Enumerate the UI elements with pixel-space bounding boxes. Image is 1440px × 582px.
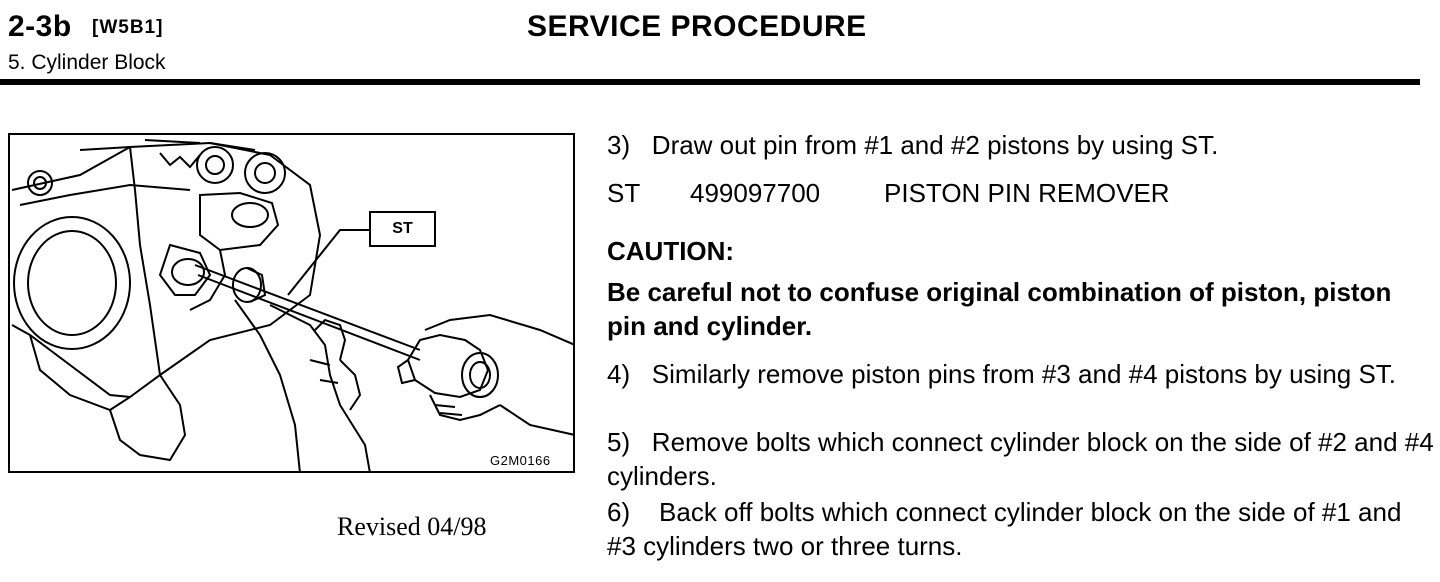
step-6: 6) Back off bolts which connect cylinder… — [607, 497, 1402, 561]
callout-st-label: ST — [369, 211, 436, 247]
page-header: 2-3b [W5B1] SERVICE PROCEDURE 5. Cylinde… — [0, 0, 1440, 92]
header-rule — [0, 79, 1420, 85]
tool-part-number: 499097700 — [690, 178, 821, 208]
step-3: 3) Draw out pin from #1 and #2 pistons b… — [607, 130, 1219, 160]
tool-name: PISTON PIN REMOVER — [884, 178, 1170, 208]
step-5: 5) Remove bolts which connect cylinder b… — [607, 427, 1434, 491]
step-4: 4) Similarly remove piston pins from #3 … — [607, 359, 1397, 389]
section-code: 2-3b — [8, 10, 72, 43]
illustration-figure: ST G2M0166 — [8, 133, 575, 473]
page-title: SERVICE PROCEDURE — [527, 10, 867, 43]
figure-code: G2M0166 — [490, 453, 551, 468]
model-code: [W5B1] — [92, 17, 164, 38]
subsection-title: 5. Cylinder Block — [8, 51, 166, 74]
caution-heading: CAUTION: — [607, 236, 735, 266]
caution-text: Be careful not to confuse original combi… — [607, 277, 1392, 341]
tool-prefix: ST — [607, 178, 641, 208]
revision-date: Revised 04/98 — [337, 512, 487, 541]
piston-pin-removal-illustration — [11, 139, 573, 471]
